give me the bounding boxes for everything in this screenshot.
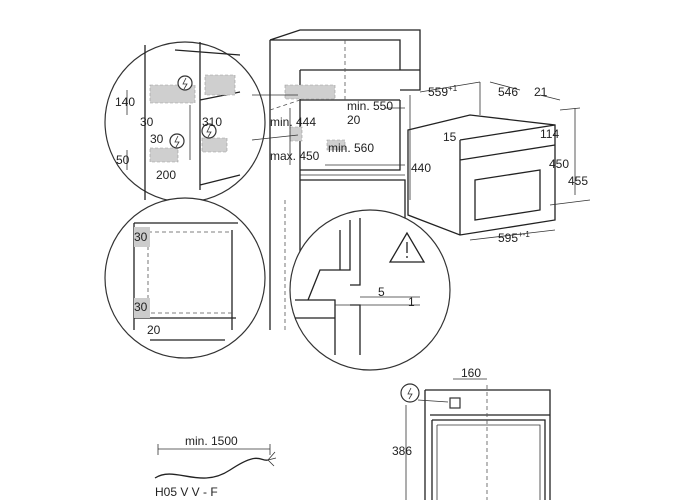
oven-depth-559: 559+1	[428, 84, 458, 99]
side-dim-30-bottom: 30	[134, 300, 148, 314]
dim-30-b: 30	[150, 132, 164, 146]
oven-width-595: 595+-1	[498, 230, 530, 245]
oven-height-450: 450	[549, 157, 569, 171]
oven-height-455: 455	[568, 174, 588, 188]
warning-triangle-icon	[388, 231, 426, 263]
dim-50: 50	[116, 153, 130, 167]
cabinet-drawing	[269, 29, 421, 330]
oven-depth-546: 546	[498, 85, 518, 99]
cable-min-length: min. 1500	[185, 434, 238, 448]
max-450-label: max. 450	[270, 149, 320, 163]
socket-offset-160: 160	[461, 366, 481, 380]
oven-drawing	[407, 81, 591, 241]
oven-dim-15: 15	[443, 130, 457, 144]
oven-height-440: 440	[411, 161, 431, 175]
socket-height-386: 386	[392, 444, 412, 458]
dim-200: 200	[156, 168, 176, 182]
side-clearance-detail	[104, 197, 266, 359]
dim-310: 310	[202, 115, 222, 129]
oven-dim-21: 21	[534, 85, 548, 99]
electric-bolt-icon	[201, 123, 217, 139]
electric-bolt-icon	[177, 75, 193, 91]
electric-bolt-icon	[400, 383, 420, 403]
min-444-label: min. 444	[270, 115, 316, 129]
gap-dim-5: 5	[378, 285, 385, 299]
electric-bolt-icon	[169, 133, 185, 149]
side-dim-30-top: 30	[134, 230, 148, 244]
side-dim-20: 20	[147, 323, 161, 337]
depth-20-label: 20	[347, 113, 361, 127]
installation-gap-detail	[289, 209, 451, 371]
cable-type: H05 V V - F	[155, 485, 218, 499]
power-cable-drawing	[154, 444, 277, 479]
min-550-label: min. 550	[347, 99, 393, 113]
dim-140: 140	[115, 95, 135, 109]
front-view-drawing	[400, 378, 551, 500]
dim-30-a: 30	[140, 115, 154, 129]
oven-dim-114: 114	[540, 127, 559, 141]
min-560-label: min. 560	[328, 141, 374, 155]
gap-dim-1: 1	[408, 295, 415, 309]
socket-position-detail	[104, 41, 299, 203]
